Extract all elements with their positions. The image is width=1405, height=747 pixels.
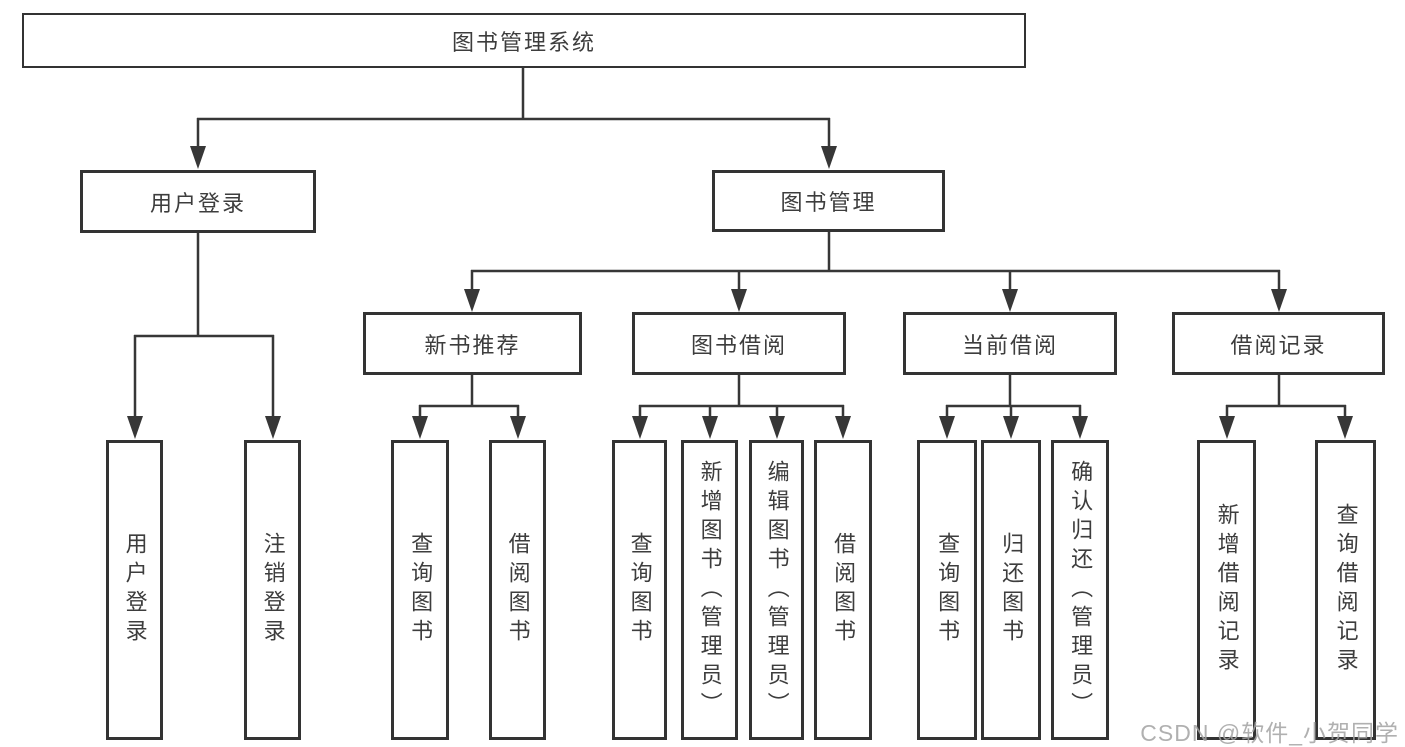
leaf-logout-login: 注销登录: [244, 440, 301, 740]
leaf-user-login-label: 用户登录: [122, 532, 148, 648]
node-book-borrowing: 图书借阅: [632, 312, 846, 375]
leaf-borrow-books-1-label: 借阅图书: [505, 532, 531, 648]
leaf-logout-login-label: 注销登录: [260, 532, 286, 648]
leaf-confirm-return-admin: 确认归还（管理员）: [1051, 440, 1109, 740]
leaf-user-login: 用户登录: [106, 440, 163, 740]
leaf-add-book-admin: 新增图书（管理员）: [681, 440, 738, 740]
leaf-query-books-3: 查询图书: [917, 440, 977, 740]
leaf-add-book-admin-label: 新增图书（管理员）: [697, 459, 723, 721]
leaf-query-borrow-record-label: 查询借阅记录: [1333, 503, 1359, 677]
leaf-query-books-1: 查询图书: [391, 440, 449, 740]
connector-arrowheads: [127, 146, 1353, 439]
leaf-confirm-return-admin-label: 确认归还（管理员）: [1068, 459, 1094, 721]
leaf-query-books-1-label: 查询图书: [408, 532, 434, 648]
node-book-management: 图书管理: [712, 170, 945, 232]
node-user-login: 用户登录: [80, 170, 316, 233]
connector-strokes: [133, 68, 1347, 420]
leaf-query-books-2-label: 查询图书: [627, 532, 653, 648]
node-current-borrowing: 当前借阅: [903, 312, 1117, 375]
leaf-query-books-3-label: 查询图书: [935, 532, 961, 648]
leaf-edit-book-admin: 编辑图书（管理员）: [749, 440, 804, 740]
leaf-add-borrow-record-label: 新增借阅记录: [1214, 503, 1240, 677]
leaf-borrow-books-1: 借阅图书: [489, 440, 546, 740]
leaf-borrow-books-2-label: 借阅图书: [831, 532, 857, 648]
node-library-system: 图书管理系统: [22, 13, 1026, 68]
leaf-return-book-label: 归还图书: [999, 532, 1025, 648]
leaf-borrow-books-2: 借阅图书: [814, 440, 872, 740]
leaf-return-book: 归还图书: [981, 440, 1041, 740]
watermark-text: CSDN @软件_小贺同学: [1140, 720, 1399, 746]
leaf-edit-book-admin-label: 编辑图书（管理员）: [764, 459, 790, 721]
leaf-query-books-2: 查询图书: [612, 440, 667, 740]
node-borrowing-records: 借阅记录: [1172, 312, 1385, 375]
node-new-book-recommend: 新书推荐: [363, 312, 582, 375]
leaf-add-borrow-record: 新增借阅记录: [1197, 440, 1256, 740]
leaf-query-borrow-record: 查询借阅记录: [1315, 440, 1376, 740]
